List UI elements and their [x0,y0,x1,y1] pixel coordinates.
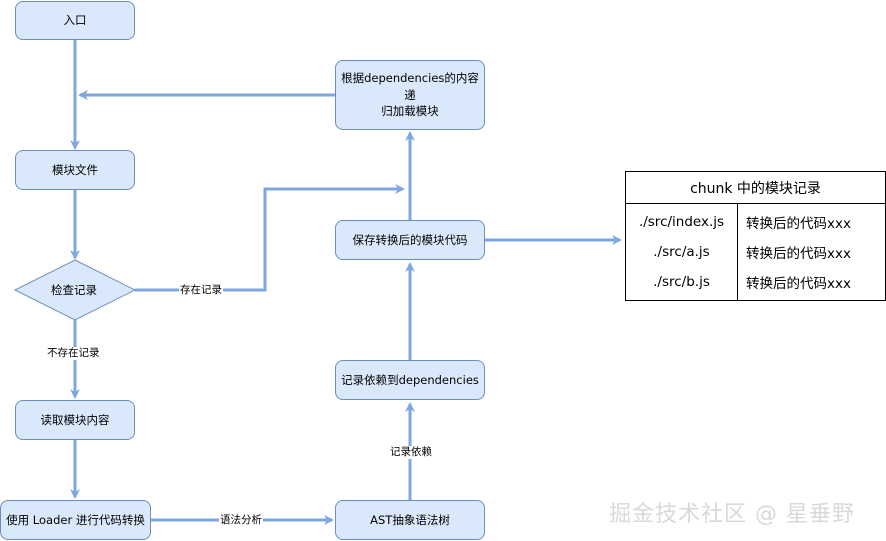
record-deps-node: 记录依赖到dependencies [335,360,485,400]
table-row: ./src/index.js 转换后的代码xxx [625,203,886,237]
record-deps-label: 记录依赖到dependencies [341,372,479,387]
edge-label-record-dep: 记录依赖 [389,446,433,459]
check-record-label: 检查记录 [51,283,97,297]
module-file-label: 模块文件 [52,162,98,177]
entry-node: 入口 [15,1,135,40]
recursive-load-line1: 根据dependencies的内容递 [341,70,479,102]
chunk-module-table: chunk 中的模块记录 ./src/index.js 转换后的代码xxx ./… [625,171,886,301]
chunk-table-header-row: chunk 中的模块记录 [625,171,886,204]
module-path-cell: ./src/b.js [625,267,738,301]
module-file-node: 模块文件 [15,150,135,190]
save-code-label: 保存转换后的模块代码 [352,232,468,247]
module-path-cell: ./src/a.js [625,237,738,267]
module-path-cell: ./src/index.js [625,203,738,237]
loader-transform-node: 使用 Loader 进行代码转换 [0,500,151,540]
table-row: ./src/b.js 转换后的代码xxx [625,267,886,301]
entry-label: 入口 [63,13,87,28]
module-code-cell: 转换后的代码xxx [737,267,886,301]
save-code-node: 保存转换后的模块代码 [335,220,485,260]
ast-node: AST抽象语法树 [335,500,485,540]
edge-label-parse: 语法分析 [219,514,263,527]
edge-label-not-exists: 不存在记录 [46,347,101,360]
loader-transform-label: 使用 Loader 进行代码转换 [6,512,145,527]
chunk-table-title: chunk 中的模块记录 [625,171,886,204]
edge-label-exists: 存在记录 [179,284,223,297]
read-module-node: 读取模块内容 [15,400,135,440]
module-code-cell: 转换后的代码xxx [737,203,886,237]
module-code-cell: 转换后的代码xxx [737,237,886,267]
ast-label: AST抽象语法树 [370,512,450,527]
recursive-load-node: 根据dependencies的内容递 归加载模块 [335,60,485,130]
recursive-load-line2: 归加载模块 [381,104,439,119]
watermark-text: 掘金技术社区 @ 星垂野 [609,502,855,527]
table-row: ./src/a.js 转换后的代码xxx [625,237,886,267]
check-record-diamond [13,259,137,321]
read-module-label: 读取模块内容 [40,412,110,427]
